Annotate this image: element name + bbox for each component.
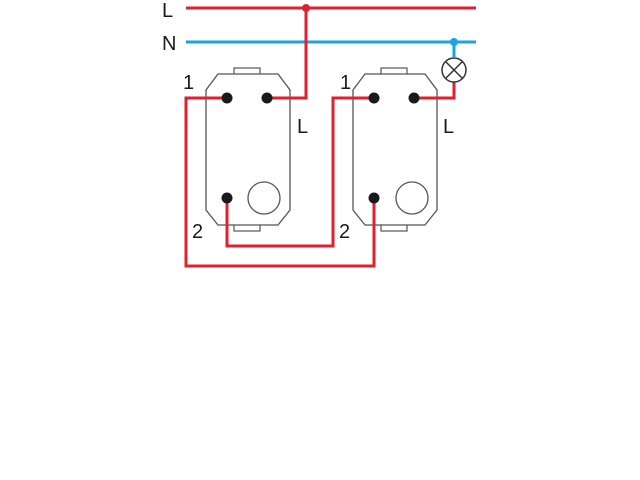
switch-2-terminal-1 xyxy=(368,92,380,104)
switch-1-terminal-2-label: 2 xyxy=(192,221,203,243)
neutral-junction xyxy=(450,38,458,46)
neutral-wiring xyxy=(186,38,476,57)
switch-2-terminal-l-label: L xyxy=(443,116,454,138)
switch-1-terminal-2 xyxy=(221,192,233,204)
switch-2-terminal-1-label: 1 xyxy=(340,72,351,94)
switch-1 xyxy=(205,67,291,232)
live-wiring xyxy=(184,4,476,268)
traveller-wire-2 xyxy=(225,96,374,248)
switched-live-to-lamp xyxy=(414,82,456,100)
switch-2-terminal-l xyxy=(408,92,420,104)
switch-1-terminals xyxy=(221,92,273,204)
switch-1-terminal-l xyxy=(261,92,273,104)
switch-1-terminal-1-label: 1 xyxy=(183,72,194,94)
live-junction xyxy=(302,4,310,12)
switch-2-terminal-2 xyxy=(368,192,380,204)
live-feed-to-switch-1 xyxy=(267,8,308,100)
lamp-icon xyxy=(441,57,467,83)
switch-1-terminal-1 xyxy=(221,92,233,104)
switch-2 xyxy=(352,67,438,232)
switch-2-terminal-2-label: 2 xyxy=(339,221,350,243)
switch-1-terminal-l-label: L xyxy=(297,116,308,138)
switch-2-knob xyxy=(395,181,429,215)
neutral-line-label: N xyxy=(162,33,176,55)
live-line-label: L xyxy=(162,0,173,22)
traveller-wire-1 xyxy=(184,96,376,268)
switch-1-knob xyxy=(247,181,281,215)
switch-2-terminals xyxy=(368,92,420,204)
